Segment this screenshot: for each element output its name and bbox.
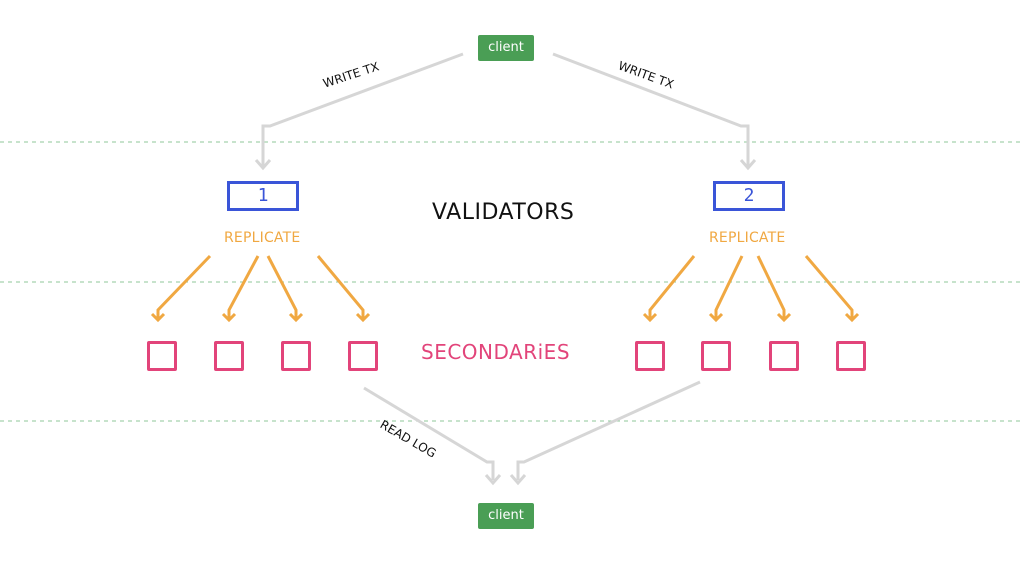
validators-label: VALIDATORS (432, 200, 575, 225)
replicate-arrowhead-2d (844, 312, 860, 323)
secondary-node (348, 341, 378, 371)
replicate-arrowhead-1c (288, 312, 304, 323)
secondary-node (635, 341, 665, 371)
replicate-arrow-1b (227, 255, 260, 318)
read-connector-left (363, 386, 495, 480)
replicate-arrow-1c (266, 255, 298, 318)
write-connector-right (552, 52, 750, 166)
replicate-arrowhead-1d (355, 312, 371, 323)
replicate-arrow-2a (648, 255, 696, 318)
secondary-node (281, 341, 311, 371)
secondary-node (701, 341, 731, 371)
read-connector-right (516, 380, 701, 480)
replicate-arrow-1d (316, 255, 365, 318)
replicate-arrow-2d (804, 255, 854, 318)
write-arrowhead-right (739, 159, 757, 171)
write-connector-left (261, 52, 464, 166)
replicate-arrowhead-2a (642, 312, 658, 323)
replicate-arrowhead-1a (150, 312, 166, 323)
replicate-arrowhead-2b (708, 312, 724, 323)
replicate-arrowhead-1b (221, 312, 237, 323)
read-arrowhead-left (484, 474, 502, 486)
read-arrowhead-right (509, 474, 527, 486)
replicate-arrowhead-2c (776, 312, 792, 323)
secondaries-label: SECONDARiES (421, 340, 571, 364)
replicate-arrow-1a (156, 254, 212, 318)
secondary-node (147, 341, 177, 371)
client-node-top: client (478, 35, 534, 61)
client-node-bottom: client (478, 503, 534, 529)
replicate-label-2: REPLICATE (709, 230, 786, 246)
secondary-node (214, 341, 244, 371)
secondary-node (769, 341, 799, 371)
replicate-arrow-2b (714, 255, 744, 318)
write-arrowhead-left (254, 159, 272, 171)
replicate-label-1: REPLICATE (224, 230, 301, 246)
validator-node-1: 1 (227, 181, 299, 211)
secondary-node (836, 341, 866, 371)
validator-node-2: 2 (713, 181, 785, 211)
replicate-arrow-2c (756, 255, 786, 318)
